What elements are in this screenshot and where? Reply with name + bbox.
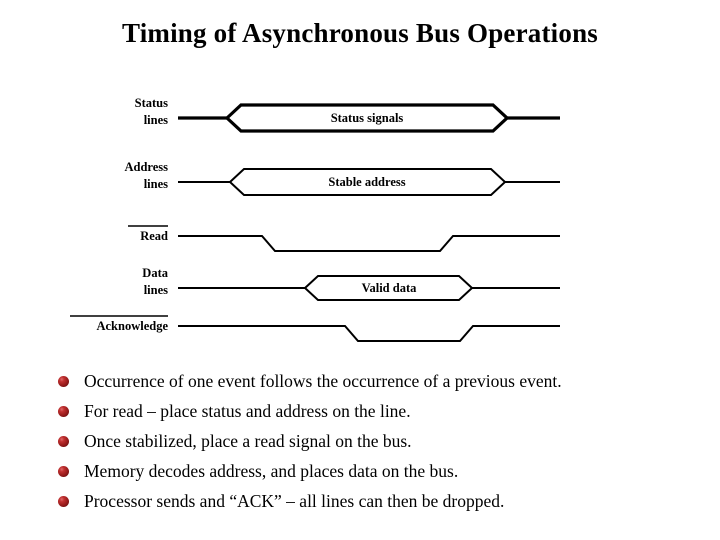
signal-row-status-lines: Status lines Status signals bbox=[135, 96, 560, 133]
signal-label-data-lines-line2: lines bbox=[144, 283, 168, 297]
list-item: Once stabilized, place a read signal on … bbox=[58, 426, 708, 456]
list-item: For read – place status and address on t… bbox=[58, 396, 708, 426]
bullet-sphere-icon bbox=[58, 456, 84, 486]
signal-row-read: Read bbox=[128, 225, 560, 252]
signal-label-data-lines-line1: Data bbox=[142, 266, 168, 280]
address-lines-bus-text: Stable address bbox=[328, 175, 405, 189]
signal-row-address-lines: Address lines Stable address bbox=[124, 160, 560, 196]
list-item: Processor sends and “ACK” – all lines ca… bbox=[58, 486, 708, 516]
list-item-text: For read – place status and address on t… bbox=[84, 401, 411, 421]
read-waveform bbox=[178, 235, 560, 252]
signal-label-status-lines-line1: Status bbox=[135, 96, 168, 110]
signal-label-address-lines-line2: lines bbox=[144, 177, 168, 191]
signal-label-address-lines-line1: Address bbox=[124, 160, 168, 174]
signal-label-read: Read bbox=[140, 229, 168, 243]
bullet-sphere-icon bbox=[58, 366, 84, 396]
timing-diagram: Status lines Status signals Address line… bbox=[0, 88, 720, 356]
list-item: Memory decodes address, and places data … bbox=[58, 456, 708, 486]
data-lines-bus-text: Valid data bbox=[362, 281, 418, 295]
bullet-sphere-icon bbox=[58, 396, 84, 426]
signal-row-data-lines: Data lines Valid data bbox=[142, 266, 560, 301]
signal-label-status-lines-line2: lines bbox=[144, 113, 168, 127]
list-item-text: Memory decodes address, and places data … bbox=[84, 461, 459, 481]
status-lines-bus-text: Status signals bbox=[331, 111, 404, 125]
list-item-text: Processor sends and “ACK” – all lines ca… bbox=[84, 491, 505, 511]
list-item: Occurrence of one event follows the occu… bbox=[58, 366, 708, 396]
page-title: Timing of Asynchronous Bus Operations bbox=[121, 18, 599, 48]
acknowledge-waveform bbox=[178, 325, 560, 342]
bullet-list: Occurrence of one event follows the occu… bbox=[58, 366, 708, 516]
bullet-sphere-icon bbox=[58, 426, 84, 456]
signal-row-acknowledge: Acknowledge bbox=[70, 315, 560, 342]
signal-label-acknowledge: Acknowledge bbox=[96, 319, 168, 333]
list-item-text: Occurrence of one event follows the occu… bbox=[84, 371, 562, 391]
bullet-sphere-icon bbox=[58, 486, 84, 516]
list-item-text: Once stabilized, place a read signal on … bbox=[84, 431, 412, 451]
